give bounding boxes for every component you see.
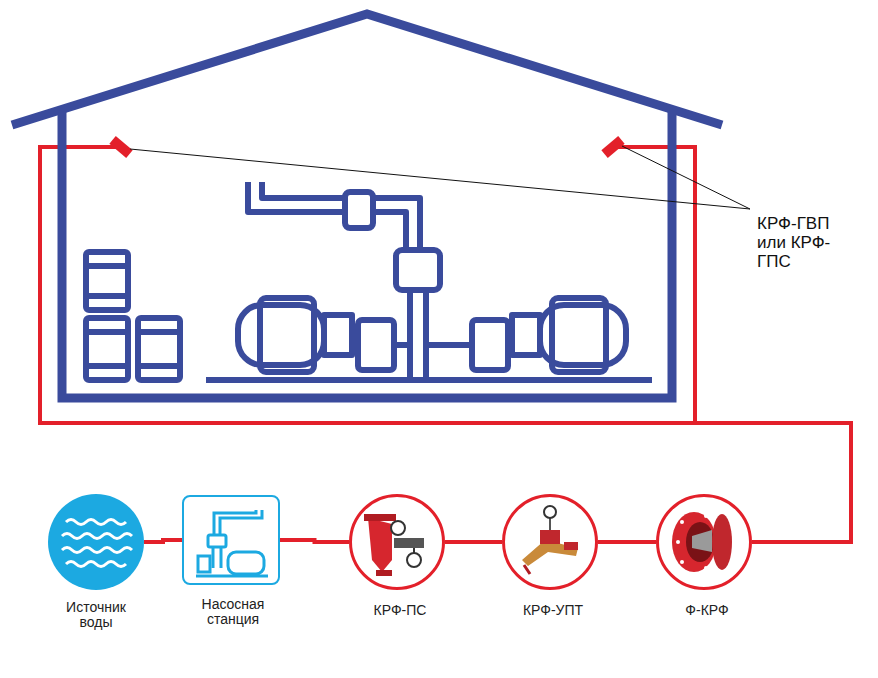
valve-icon: [522, 506, 578, 574]
water-source-circle: Источник воды: [48, 494, 144, 590]
roof: [12, 14, 722, 125]
leader-line: [622, 146, 750, 209]
node-label: КРФ-УПТ: [508, 603, 598, 618]
leader-line: [130, 149, 750, 209]
nozzle: [601, 136, 624, 158]
callout-label: КРФ-ГВП или КРФ-ГПС: [757, 214, 839, 271]
pump-station-box: Насосная станция: [182, 495, 280, 585]
water-circle: [48, 494, 144, 590]
pump-icon: [196, 510, 268, 576]
nozzle: [109, 136, 132, 158]
pipe-connector: [280, 540, 349, 542]
walls: [62, 112, 672, 398]
device-circle: Ф-КРФ: [656, 494, 752, 590]
device-circle: КРФ-УПТ: [502, 494, 598, 590]
pipe: [40, 147, 851, 542]
node-label: КРФ-ПС: [355, 603, 445, 618]
pipe-connector: [598, 540, 656, 544]
pipe-connector: [144, 540, 182, 542]
valve-icon: [672, 512, 732, 572]
device-circle: КРФ-ПС: [349, 494, 445, 590]
node-label: Источник воды: [51, 600, 141, 630]
valve-icon: [364, 514, 424, 576]
pipe-connector: [445, 540, 502, 544]
waves: [62, 520, 132, 567]
node-label: Ф-КРФ: [662, 603, 752, 618]
node-label: Насосная станция: [188, 597, 278, 627]
equipment: [86, 182, 652, 380]
